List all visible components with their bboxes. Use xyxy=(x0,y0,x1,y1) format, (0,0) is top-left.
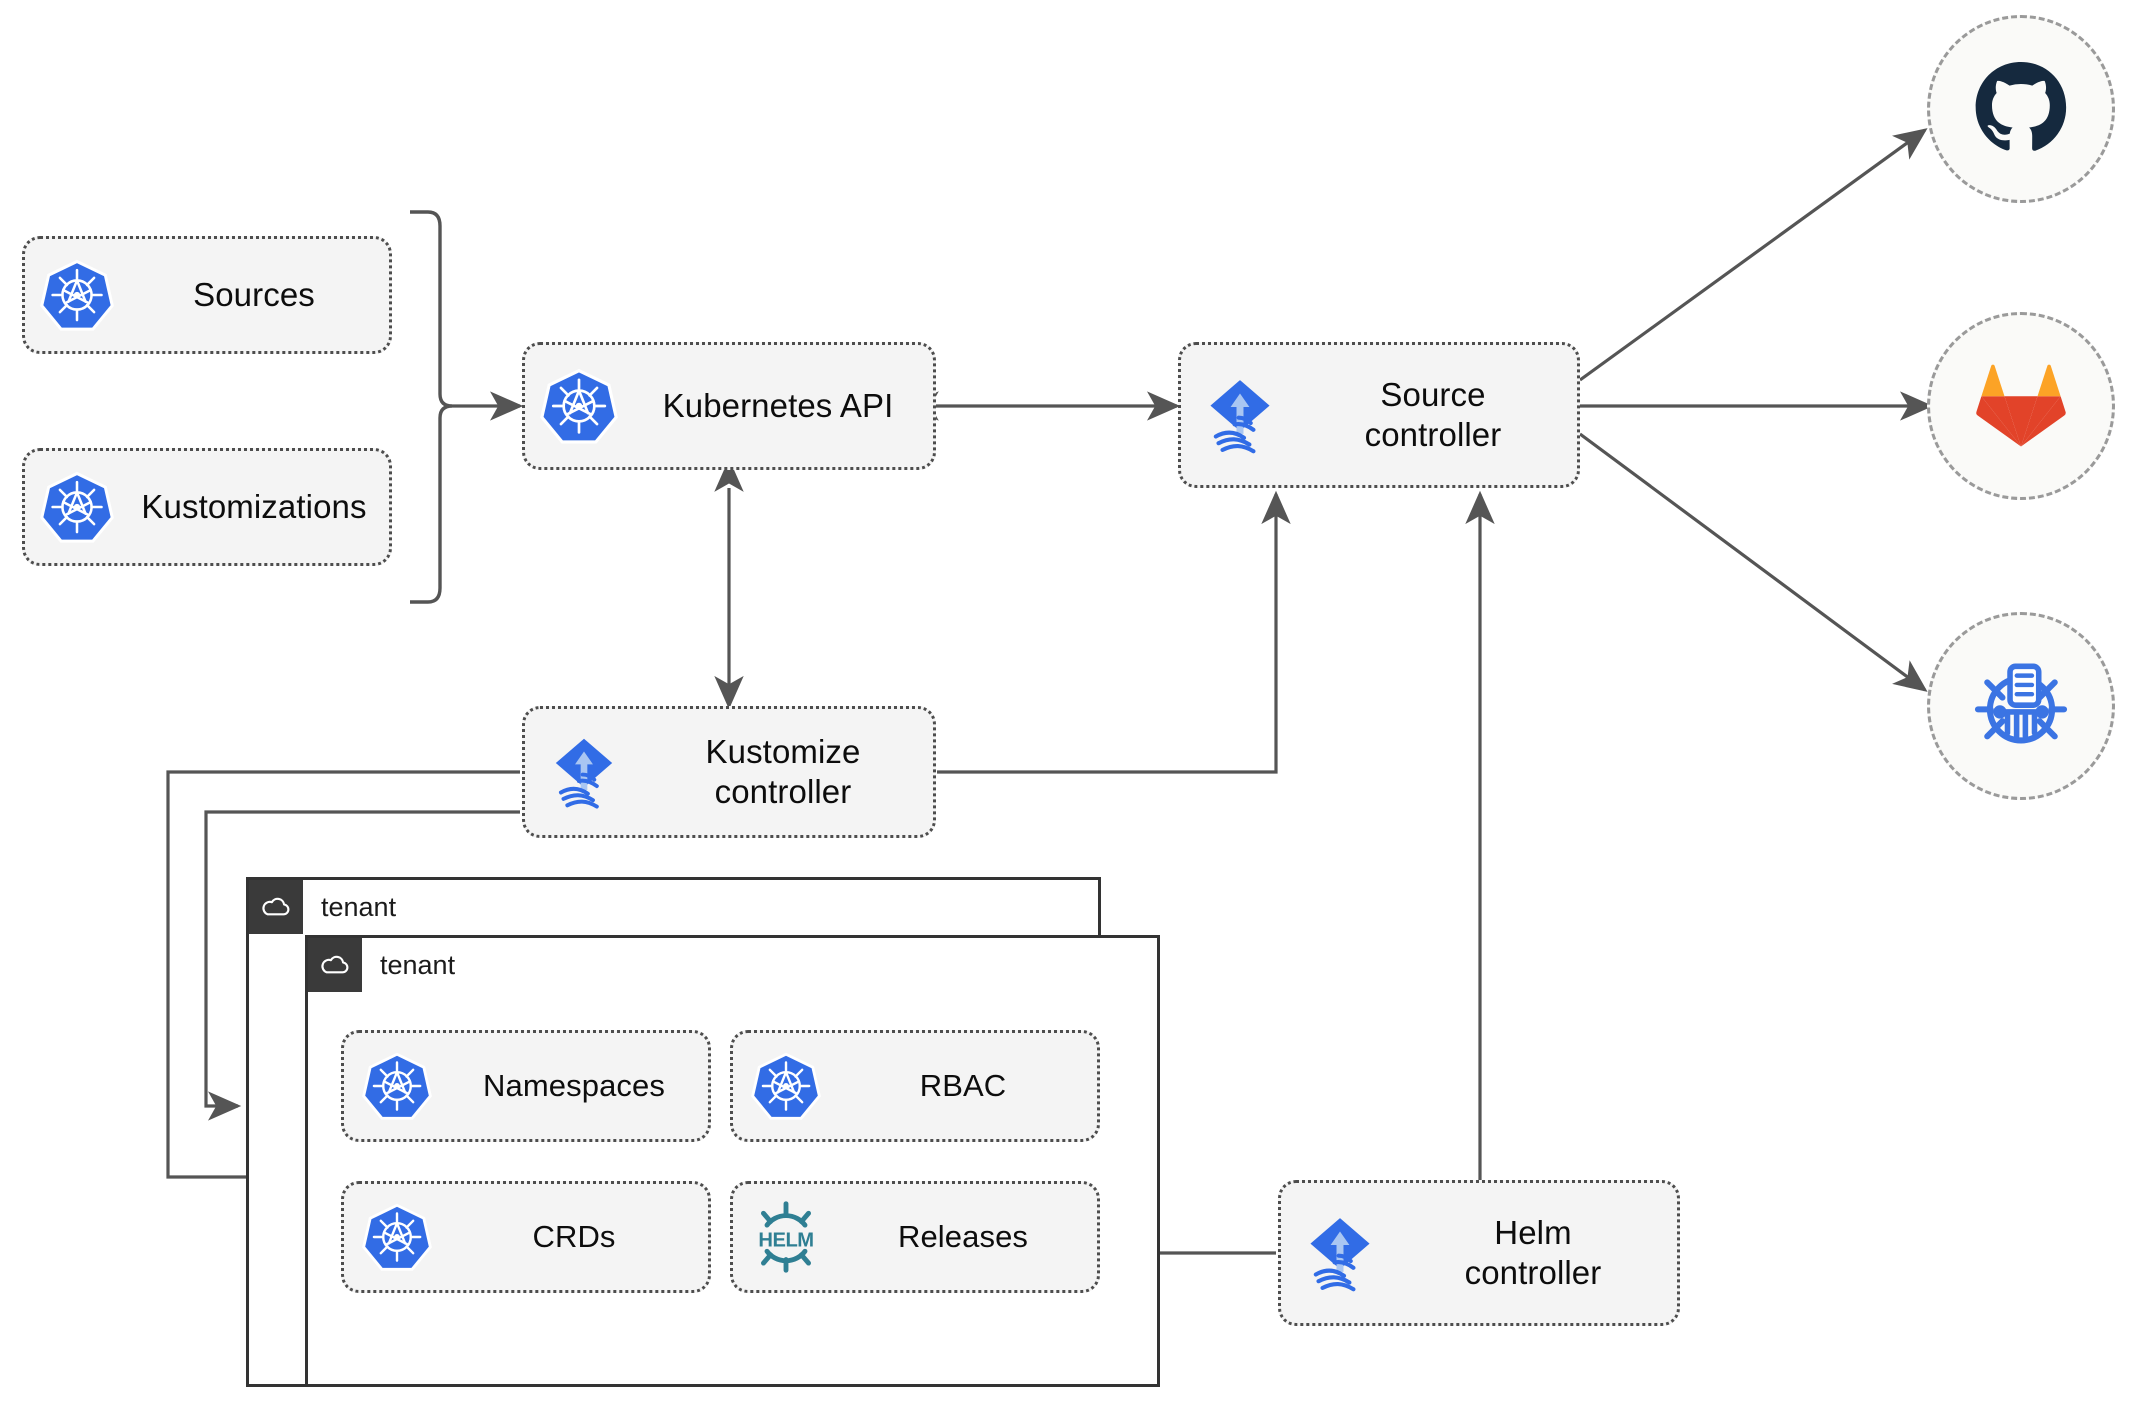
helm-icon: HELM xyxy=(733,1199,839,1275)
github-icon xyxy=(1975,62,2067,151)
provider-github[interactable] xyxy=(1927,15,2115,203)
node-source-controller[interactable]: Source controller xyxy=(1178,342,1580,488)
node-releases[interactable]: HELM Releases xyxy=(730,1181,1100,1293)
node-crds[interactable]: CRDs xyxy=(341,1181,711,1293)
tenant-label: tenant xyxy=(380,949,456,980)
tenant-title-bar: tenant xyxy=(308,938,455,992)
tenant-title-bar: tenant xyxy=(249,880,396,934)
provider-helm-repository[interactable] xyxy=(1927,612,2115,800)
kubernetes-icon xyxy=(525,367,633,445)
node-label: Sources xyxy=(193,275,315,313)
flux-icon xyxy=(1281,1210,1399,1296)
gitlab-icon xyxy=(1976,364,2066,447)
tenant-label: tenant xyxy=(321,891,397,922)
cloud-icon xyxy=(249,880,303,934)
node-rbac[interactable]: RBAC xyxy=(730,1030,1100,1142)
node-label: Releases xyxy=(897,1219,1029,1255)
kubernetes-icon xyxy=(733,1051,839,1121)
node-label: Namespaces xyxy=(483,1068,665,1104)
helm-repository-icon xyxy=(1974,663,2068,744)
node-kubernetes-api[interactable]: Kubernetes API xyxy=(522,342,936,470)
flux-icon xyxy=(1181,372,1299,458)
node-sources[interactable]: Sources xyxy=(22,236,392,354)
tenant-container-front: tenant xyxy=(305,935,1160,1387)
kubernetes-icon xyxy=(344,1051,450,1121)
node-label: RBAC xyxy=(919,1068,1007,1104)
node-kustomizations[interactable]: Kustomizations xyxy=(22,448,392,566)
cloud-icon xyxy=(308,938,362,992)
svg-text:HELM: HELM xyxy=(758,1230,813,1252)
node-namespaces[interactable]: Namespaces xyxy=(341,1030,711,1142)
kubernetes-icon xyxy=(25,470,129,544)
kubernetes-icon xyxy=(344,1202,450,1272)
node-label: Helm controller xyxy=(1464,1213,1602,1291)
provider-gitlab[interactable] xyxy=(1927,312,2115,500)
node-helm-controller[interactable]: Helm controller xyxy=(1278,1180,1680,1326)
node-kustomize-controller[interactable]: Kustomize controller xyxy=(522,706,936,838)
node-label: Source controller xyxy=(1364,375,1502,453)
kubernetes-icon xyxy=(25,258,129,332)
node-label: Kustomize controller xyxy=(705,732,861,810)
node-label: Kustomizations xyxy=(141,487,367,525)
flux-icon xyxy=(525,731,643,813)
node-label: CRDs xyxy=(532,1219,616,1255)
node-label: Kubernetes API xyxy=(662,386,894,424)
